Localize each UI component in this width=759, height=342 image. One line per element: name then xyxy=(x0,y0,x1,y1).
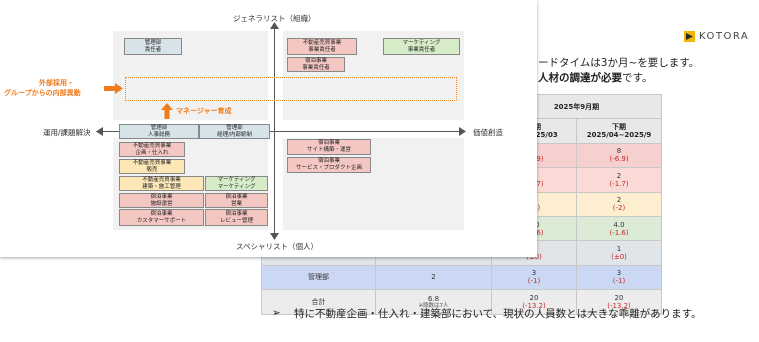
box-kanri-keiri: 管理部経理/内部統制 xyxy=(199,124,270,139)
box-kanri-jinji: 管理部人事総務 xyxy=(119,124,199,139)
lead-text-line1: ードタイムは3か月~を要します。 xyxy=(538,57,700,69)
box-marketing-head: マーケティング事業責任者 xyxy=(383,38,460,55)
lead-text-line2: 人材の調達が必要です。 xyxy=(538,70,652,85)
axis-arrow-left-icon xyxy=(96,127,103,136)
box-fudosan-hanbai: 不動産売買事業販売 xyxy=(119,159,185,174)
external-hiring-arrow-icon xyxy=(104,83,123,94)
box-fudosan-kikaku: 不動産売買事業企画・仕入れ xyxy=(119,142,185,157)
box-fudosan-head: 不動産売買事業事業責任者 xyxy=(287,38,357,55)
axis-label-top: ジェネラリスト（組織） xyxy=(233,14,316,23)
box-shukuhaku-head: 宿泊事業事業責任者 xyxy=(287,57,345,72)
external-hiring-label-1: 外部採用・ xyxy=(39,79,74,87)
axis-label-left: 運用/課題解決 xyxy=(43,128,91,137)
box-marketing-staff: マーケティングマーケティング xyxy=(205,176,268,191)
box-shukuhaku-service: 宿泊事業サービス・プロダクト企画 xyxy=(287,157,371,173)
hiring-target-dotted-box xyxy=(125,77,457,101)
box-fudosan-kenchiku: 不動産売買事業建築・施工管理 xyxy=(119,176,204,191)
box-shukuhaku-site: 宿泊事業サイト構築・運営 xyxy=(287,139,371,155)
axis-label-right: 価値創造 xyxy=(473,128,503,137)
box-shukuhaku-review: 宿泊事業レビュー管理 xyxy=(205,209,268,226)
manager-development-label: マネージャー育成 xyxy=(176,107,232,115)
axis-arrow-up-icon xyxy=(270,22,279,29)
kotora-logo-icon xyxy=(684,31,695,42)
external-hiring-label-2: グループからの内部異動 xyxy=(4,89,81,97)
bullet-text: 特に不動産企画・仕入れ・建築部において、現状の人員数とは大きな乖離があります。 xyxy=(294,308,702,320)
box-shukuhaku-eigyo: 宿泊事業営業 xyxy=(205,193,268,208)
kotora-logo: KOTORA xyxy=(684,31,749,42)
table-row-total: 合計 6.8※頭数は7人 20(-13.2) 20(-13.2) xyxy=(261,289,662,315)
box-shukuhaku-shisetsu: 宿泊事業施設運営 xyxy=(119,193,204,208)
lead-bold: 人材の調達が必要 xyxy=(538,72,622,84)
manager-growth-arrow-icon xyxy=(161,103,173,119)
lead-rest: です。 xyxy=(622,72,653,84)
horizontal-axis xyxy=(101,131,461,132)
box-shukuhaku-cs: 宿泊事業カスタマーサポート xyxy=(119,209,204,226)
logo-text: KOTORA xyxy=(699,31,750,42)
bullet-arrow-icon: ➢ xyxy=(272,307,281,319)
axis-arrow-down-icon xyxy=(270,233,279,240)
front-slide: ジェネラリスト（組織） スペシャリスト（個人） 運用/課題解決 価値創造 外部採… xyxy=(4,14,503,251)
axis-label-bottom: スペシャリスト（個人） xyxy=(236,242,318,251)
box-kanri-head: 管理部責任者 xyxy=(124,38,182,55)
axis-arrow-right-icon xyxy=(459,127,466,136)
